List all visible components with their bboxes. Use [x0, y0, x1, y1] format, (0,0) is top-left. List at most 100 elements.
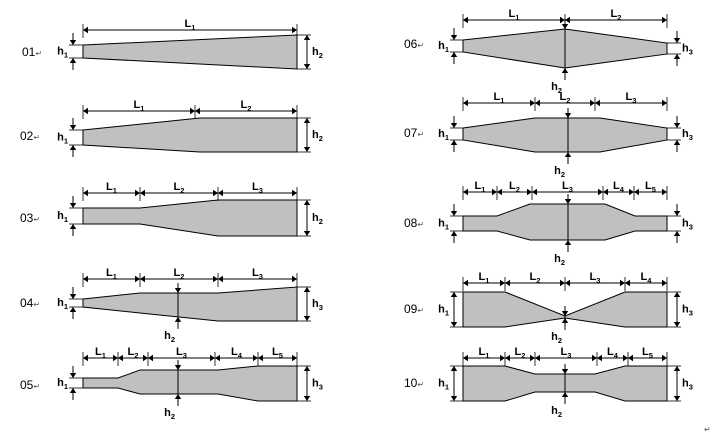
length-label-3: L3 [590, 271, 601, 285]
mid-thickness-label: h2 [551, 405, 562, 419]
arrowhead [673, 366, 681, 371]
arrowhead [597, 354, 602, 362]
mid-thickness-label: h2 [551, 81, 562, 95]
arrowhead [83, 107, 88, 115]
length-label-4: L4 [231, 346, 243, 360]
length-label-1: L1 [509, 8, 520, 22]
right-thickness-label: h3 [312, 298, 323, 312]
beam-profile [82, 286, 298, 322]
arrowhead [623, 354, 628, 362]
arrowhead [292, 354, 297, 362]
arrowhead [673, 211, 681, 216]
arrowhead [303, 35, 311, 40]
diagram-number: 07↵ [404, 126, 424, 140]
arrowhead [564, 113, 572, 118]
arrowhead [450, 35, 458, 40]
arrowhead [673, 123, 681, 128]
length-label-2: L2 [560, 91, 571, 105]
arrowhead [561, 318, 569, 323]
left-thickness-label: h1 [438, 304, 449, 318]
left-thickness-label: h1 [57, 132, 68, 146]
arrowhead [561, 311, 569, 316]
diagram-number: 02↵ [20, 129, 40, 143]
arrowhead [69, 307, 77, 312]
length-label-1: L1 [494, 91, 505, 105]
arrowhead [629, 188, 634, 196]
length-label-1: L1 [134, 99, 145, 113]
left-thickness-label: h1 [57, 377, 68, 391]
arrowhead [292, 189, 297, 197]
arrowhead [450, 52, 458, 57]
length-label-2: L2 [174, 181, 185, 195]
diagram-number: 01↵ [22, 45, 42, 59]
arrowhead [83, 275, 88, 283]
arrowhead [535, 99, 540, 107]
arrowhead [218, 275, 223, 283]
right-thickness-label: h3 [312, 378, 323, 392]
arrowhead [535, 354, 540, 362]
arrowhead [135, 189, 140, 197]
arrowhead [292, 107, 297, 115]
arrowhead [303, 118, 311, 123]
right-thickness-label: h2 [312, 46, 323, 60]
mid-thickness-label: h2 [164, 407, 175, 421]
length-label-1: L1 [106, 267, 117, 281]
length-label-1: L1 [479, 271, 490, 285]
mid-thickness-label: h2 [551, 331, 562, 345]
arrowhead [662, 279, 667, 287]
arrowhead [500, 354, 505, 362]
arrowhead [83, 26, 88, 34]
length-label-2: L2 [128, 346, 139, 360]
arrowhead [303, 287, 311, 292]
length-label-2: L2 [515, 346, 526, 360]
mid-thickness-label: h2 [554, 253, 565, 267]
length-label-2: L2 [174, 267, 185, 281]
arrowhead [620, 279, 625, 287]
length-label-1: L1 [185, 18, 196, 32]
arrowhead [215, 354, 220, 362]
arrowhead [505, 354, 510, 362]
paragraph-mark: ↵ [704, 425, 711, 434]
arrowhead [463, 279, 468, 287]
diagram-number: 04↵ [20, 296, 40, 310]
arrowhead [69, 145, 77, 150]
arrowhead [135, 275, 140, 283]
arrowhead [450, 211, 458, 216]
left-thickness-label: h1 [57, 210, 68, 224]
length-label-2: L2 [611, 8, 622, 22]
arrowhead [69, 294, 77, 299]
arrowhead [673, 38, 681, 43]
arrowhead [69, 388, 77, 393]
arrowhead [564, 199, 572, 204]
right-thickness-label: h3 [682, 304, 693, 318]
beam-profile [82, 199, 298, 237]
arrowhead [628, 354, 633, 362]
arrowhead [463, 354, 468, 362]
arrowhead [83, 354, 88, 362]
diagram-number: 06↵ [404, 37, 424, 51]
arrowhead [673, 54, 681, 59]
left-thickness-label: h1 [57, 297, 68, 311]
arrowhead [140, 275, 145, 283]
arrowhead [174, 288, 182, 293]
length-label-1: L1 [106, 181, 117, 195]
length-label-5: L5 [272, 346, 283, 360]
arrowhead [625, 279, 630, 287]
arrowhead [69, 125, 77, 130]
left-thickness-label: h1 [438, 40, 449, 54]
arrowhead [673, 140, 681, 145]
beam-profile [82, 365, 298, 402]
length-label-3: L3 [252, 267, 263, 281]
arrowhead [564, 152, 572, 157]
arrowhead [527, 188, 532, 196]
diagram-number: 09↵ [404, 302, 424, 316]
arrowhead [673, 292, 681, 297]
arrowhead [662, 99, 667, 107]
arrowhead [303, 200, 311, 205]
arrowhead [218, 189, 223, 197]
arrowhead [463, 99, 468, 107]
